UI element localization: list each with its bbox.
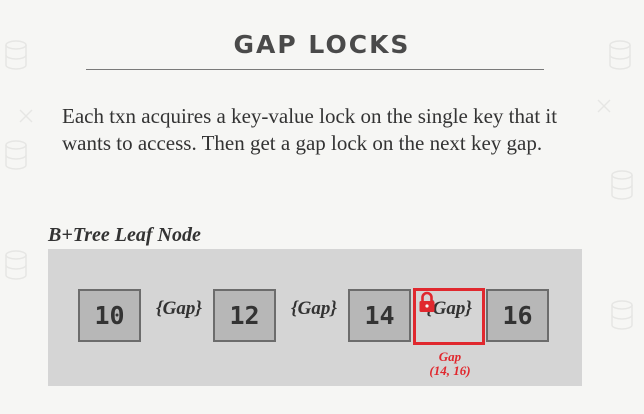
gap-12-14: {Gap} [291, 298, 337, 319]
node-label: B+Tree Leaf Node [48, 224, 201, 246]
gap-lock-highlight [413, 288, 485, 345]
lock-icon [419, 291, 435, 312]
gap-caption-title: Gap [438, 349, 462, 364]
key-14: 14 [348, 289, 411, 342]
description-text: Each txn acquires a key-value lock on th… [62, 104, 558, 155]
gap-14-16: {Gap} [426, 298, 472, 319]
key-16: 16 [486, 289, 549, 342]
title-divider [86, 69, 544, 70]
gap-10-12: {Gap} [156, 298, 202, 319]
key-10: 10 [78, 289, 141, 342]
gap-caption-range: (14, 16) [429, 363, 471, 378]
key-12: 12 [213, 289, 276, 342]
page-title: GAP LOCKS [233, 30, 411, 59]
